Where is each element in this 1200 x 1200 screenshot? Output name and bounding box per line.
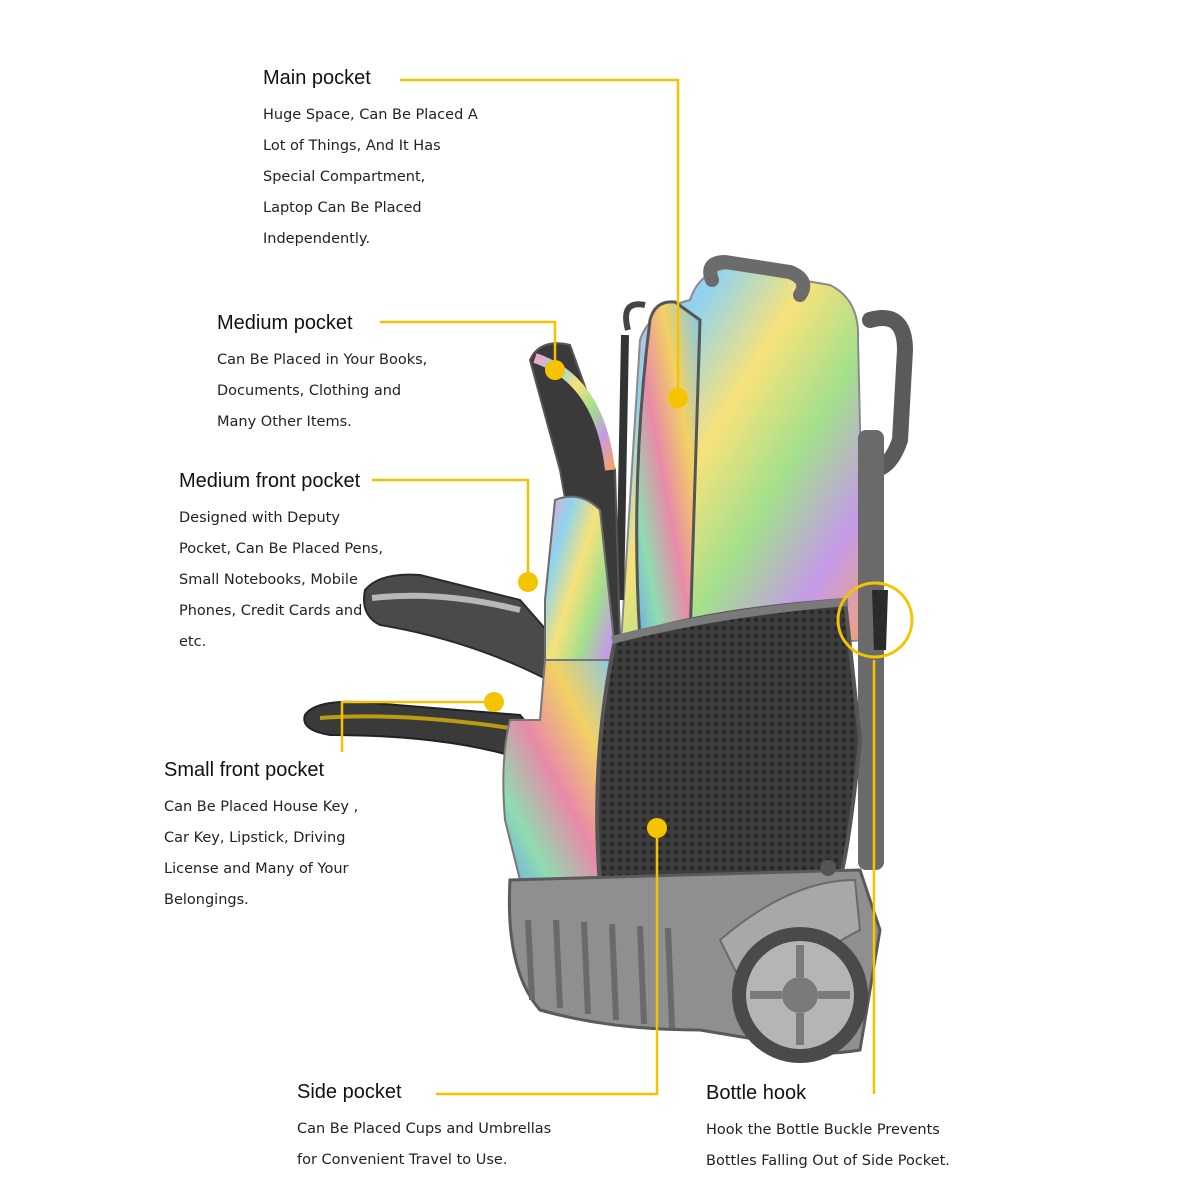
dot-side-pocket <box>647 818 667 838</box>
callout-line: Small Notebooks, Mobile <box>179 572 358 588</box>
side-mesh-pocket-shape <box>595 597 863 888</box>
callout-small-front-pocket: Small front pocket Can Be Placed House K… <box>164 759 358 916</box>
dot-medium-pocket <box>545 360 565 380</box>
dot-small-front-pocket <box>484 692 504 712</box>
callout-line: Can Be Placed Cups and Umbrellas <box>297 1121 552 1137</box>
callout-side-pocket: Side pocket Can Be Placed Cups and Umbre… <box>297 1081 551 1176</box>
callout-leaders <box>340 78 876 1096</box>
dot-medium-front-pocket <box>518 572 538 592</box>
callout-line: Independently. <box>263 231 371 247</box>
callout-line: Lot of Things, And It Has <box>263 138 441 154</box>
callout-title: Bottle hook <box>706 1082 807 1104</box>
wheel-shape <box>732 927 868 1063</box>
callout-line: Many Other Items. <box>217 414 352 430</box>
callout-title: Medium pocket <box>217 312 353 334</box>
callout-medium-front-pocket: Medium front pocket Designed with Deputy… <box>179 470 383 658</box>
callout-line: Phones, Credit Cards and <box>179 603 363 619</box>
callout-line: Car Key, Lipstick, Driving <box>164 830 346 846</box>
callout-line: Huge Space, Can Be Placed A <box>263 107 478 123</box>
callout-medium-pocket: Medium pocket Can Be Placed in Your Book… <box>217 312 427 438</box>
dot-main-pocket <box>668 388 688 408</box>
callout-line: Belongings. <box>164 892 249 908</box>
bottle-hook-shape <box>872 590 888 650</box>
callout-main-pocket: Main pocket Huge Space, Can Be Placed A … <box>263 67 478 255</box>
rivet-shape <box>820 860 836 876</box>
callout-bottle-hook: Bottle hook Hook the Bottle Buckle Preve… <box>706 1082 950 1177</box>
callout-title: Medium front pocket <box>179 470 361 492</box>
callout-line: Can Be Placed in Your Books, <box>217 352 428 368</box>
callout-line: Documents, Clothing and <box>217 383 402 399</box>
callout-dots <box>484 360 688 838</box>
callout-line: etc. <box>179 634 207 650</box>
callout-line: Designed with Deputy <box>179 510 340 526</box>
callout-title: Main pocket <box>263 67 371 89</box>
callout-line: for Convenient Travel to Use. <box>297 1152 508 1168</box>
bottle-hook-ring <box>836 581 914 659</box>
callout-line: License and Many of Your <box>164 861 349 877</box>
callout-title: Small front pocket <box>164 759 325 781</box>
callout-line: Can Be Placed House Key , <box>164 799 359 815</box>
medium-front-pocket-shape <box>363 573 557 682</box>
callout-title: Side pocket <box>297 1081 402 1103</box>
callout-line: Hook the Bottle Buckle Prevents <box>706 1122 940 1138</box>
top-handle-shape <box>703 254 811 302</box>
main-pocket-shape <box>635 300 702 642</box>
trolley-rail-shape <box>858 430 884 870</box>
callout-line: Laptop Can Be Placed <box>263 200 422 216</box>
callout-line: Special Compartment, <box>263 169 426 185</box>
callout-line: Pocket, Can Be Placed Pens, <box>179 541 383 557</box>
callout-line: Bottles Falling Out of Side Pocket. <box>706 1153 950 1169</box>
